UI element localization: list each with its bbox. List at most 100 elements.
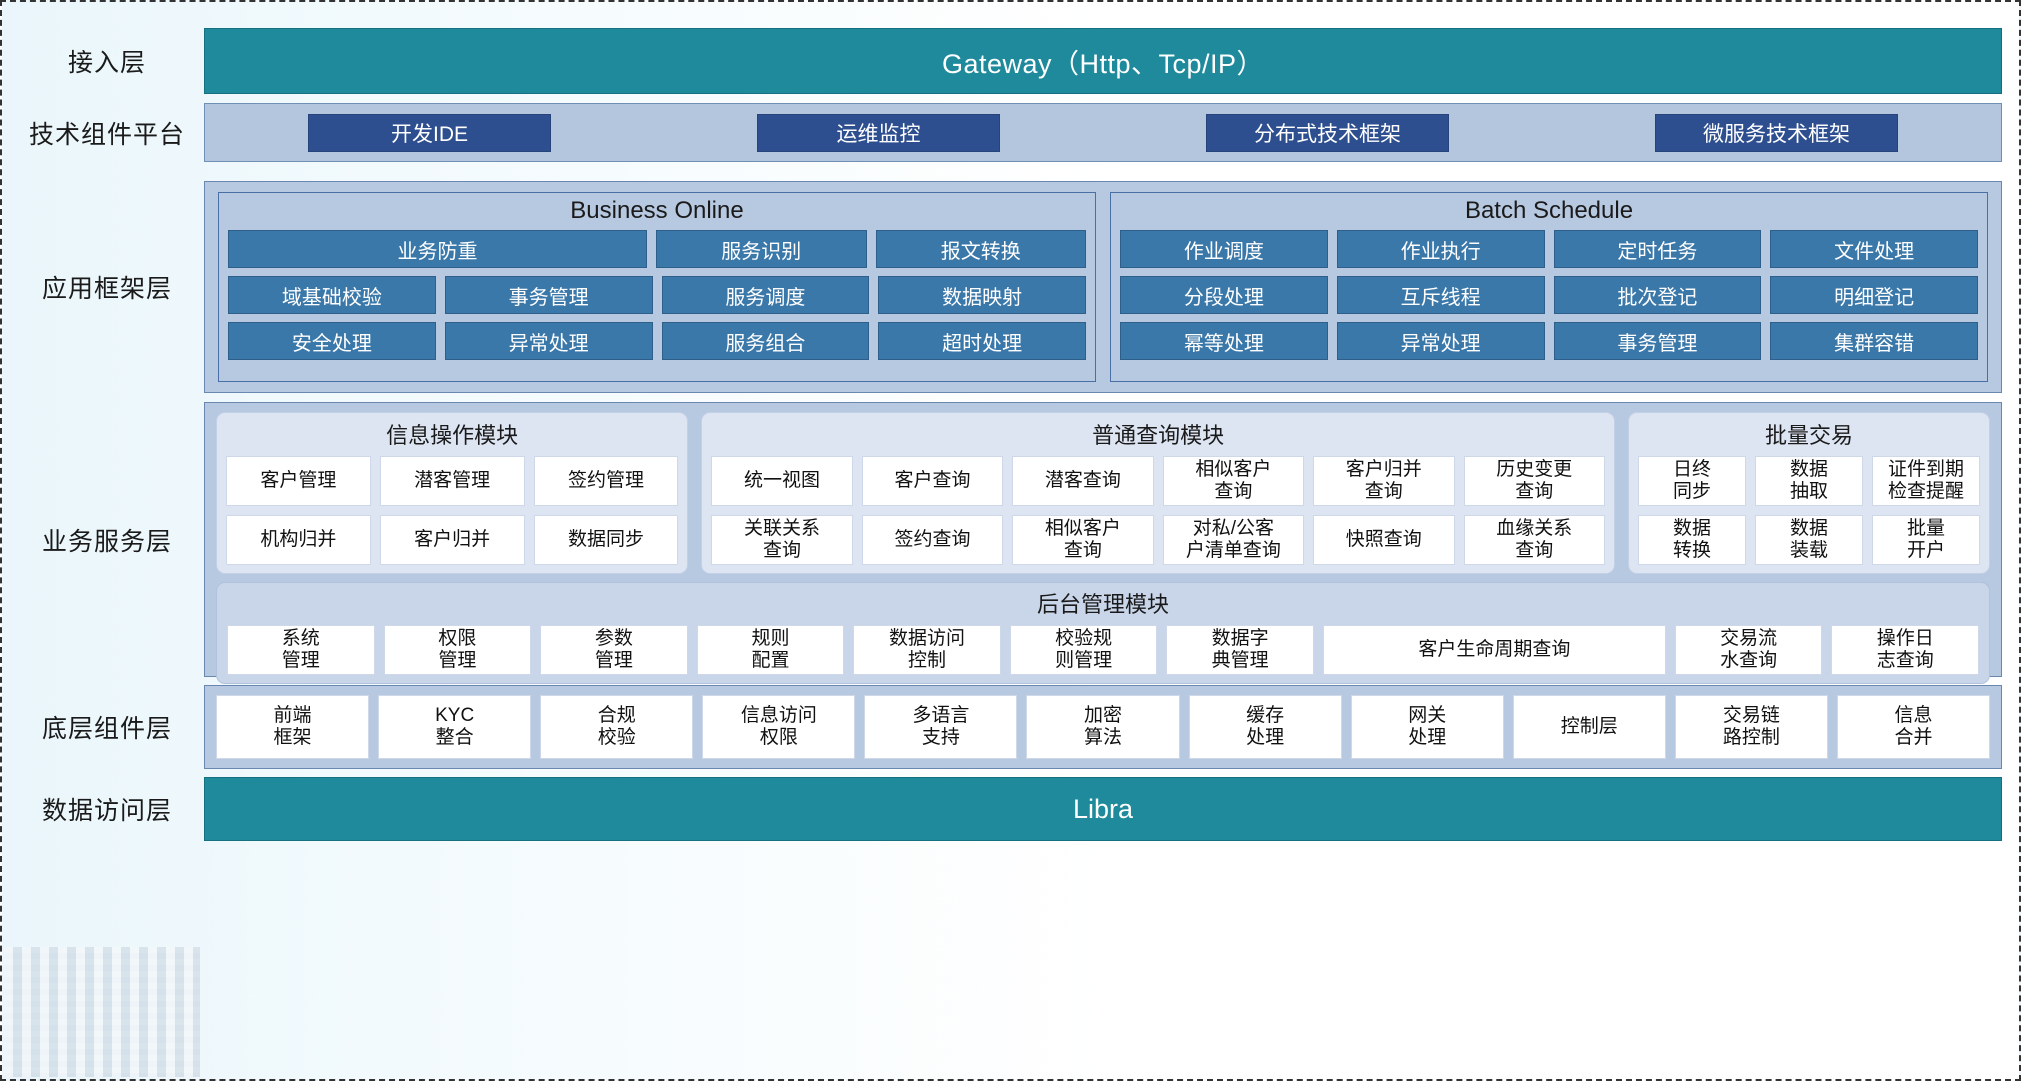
bottom-component-cell[interactable]: 前端 框架 bbox=[216, 695, 370, 759]
app-framework-cell[interactable]: 作业执行 bbox=[1336, 230, 1545, 268]
app-framework-cell[interactable]: 批次登记 bbox=[1553, 276, 1762, 314]
app-framework-cell[interactable]: 报文转换 bbox=[875, 230, 1086, 268]
app-framework-row: 域基础校验事务管理服务调度数据映射 bbox=[228, 276, 1086, 314]
admin-module-cell[interactable]: 参数 管理 bbox=[540, 625, 688, 676]
business-service-cell[interactable]: 客户归并 bbox=[379, 515, 525, 566]
business-service-module: 批量交易日终 同步数据 抽取证件到期 检查提醒数据 转换数据 装载批量 开户 bbox=[1627, 412, 1990, 575]
layer-label-appframe: 应用框架层 bbox=[41, 275, 172, 303]
app-framework-cell[interactable]: 服务识别 bbox=[656, 230, 867, 268]
business-service-cell[interactable]: 数据 抽取 bbox=[1754, 456, 1863, 507]
bottom-component-cell[interactable]: 加密 算法 bbox=[1026, 695, 1180, 759]
bottom-component-cell[interactable]: 缓存 处理 bbox=[1188, 695, 1342, 759]
business-service-cell[interactable]: 潜客查询 bbox=[1012, 456, 1154, 507]
app-framework-cell[interactable]: 数据映射 bbox=[878, 276, 1086, 314]
business-service-layer: 信息操作模块客户管理潜客管理签约管理机构归并客户归并数据同步普通查询模块统一视图… bbox=[204, 402, 2002, 685]
business-service-cell[interactable]: 客户管理 bbox=[226, 456, 371, 507]
app-framework-cell[interactable]: 超时处理 bbox=[878, 322, 1086, 360]
business-service-cell[interactable]: 关联关系 查询 bbox=[711, 515, 853, 566]
business-service-cell[interactable]: 历史变更 查询 bbox=[1463, 456, 1605, 507]
bottom-component-cell[interactable]: 网关 处理 bbox=[1350, 695, 1504, 759]
layer-label-dataaccess: 数据访问层 bbox=[41, 797, 172, 825]
admin-module-cell[interactable]: 校验规 则管理 bbox=[1009, 625, 1158, 676]
admin-module-cell[interactable]: 数据字 典管理 bbox=[1166, 625, 1314, 676]
bottom-component-cell[interactable]: KYC 整合 bbox=[378, 695, 532, 759]
admin-module-cell[interactable]: 客户生命周期查询 bbox=[1322, 625, 1666, 676]
app-framework-cell[interactable]: 异常处理 bbox=[444, 322, 653, 360]
business-service-cell[interactable]: 批量 开户 bbox=[1871, 515, 1980, 566]
layer-label-bottomcomp: 底层组件层 bbox=[41, 715, 172, 743]
business-service-cell[interactable]: 签约管理 bbox=[533, 456, 679, 507]
business-service-cell[interactable]: 对私/公客 户清单查询 bbox=[1162, 515, 1305, 566]
admin-module-cell[interactable]: 数据访问 控制 bbox=[853, 625, 1001, 676]
bottom-component-cell[interactable]: 控制层 bbox=[1512, 695, 1666, 759]
app-framework-cell[interactable]: 作业调度 bbox=[1120, 230, 1328, 268]
app-framework-cell[interactable]: 集群容错 bbox=[1770, 322, 1978, 360]
business-service-cell[interactable]: 数据 转换 bbox=[1637, 515, 1746, 566]
business-service-module-title: 批量交易 bbox=[1764, 423, 1853, 448]
bottom-component-cell[interactable]: 合规 校验 bbox=[540, 695, 694, 759]
app-framework-grid: 作业调度作业执行定时任务文件处理分段处理互斥线程批次登记明细登记幂等处理异常处理… bbox=[1120, 230, 1978, 360]
business-service-row: 机构归并客户归并数据同步 bbox=[226, 515, 679, 566]
business-service-cell[interactable]: 日终 同步 bbox=[1637, 456, 1746, 507]
admin-module-cell[interactable]: 规则 配置 bbox=[696, 625, 845, 676]
business-service-cell[interactable]: 客户查询 bbox=[861, 456, 1004, 507]
business-service-cell[interactable]: 签约查询 bbox=[861, 515, 1004, 566]
bottom-component-cell[interactable]: 多语言 支持 bbox=[864, 695, 1018, 759]
business-service-cell[interactable]: 快照查询 bbox=[1313, 515, 1455, 566]
business-service-cell[interactable]: 客户归并 查询 bbox=[1313, 456, 1455, 507]
tech-platform-row: 开发IDE 运维监控 分布式技术框架 微服务技术框架 bbox=[204, 103, 2002, 162]
app-framework-cell[interactable]: 事务管理 bbox=[444, 276, 653, 314]
business-service-cell[interactable]: 相似客户 查询 bbox=[1162, 456, 1305, 507]
bottom-component-cell[interactable]: 信息 合并 bbox=[1836, 695, 1991, 759]
admin-module-title: 后台管理模块 bbox=[1036, 592, 1169, 618]
data-access-bar[interactable]: Libra bbox=[204, 777, 2002, 841]
admin-module-cell[interactable]: 交易流 水查询 bbox=[1674, 625, 1823, 676]
layer-label-access: 接入层 bbox=[67, 49, 146, 77]
app-framework-cell[interactable]: 明细登记 bbox=[1770, 276, 1978, 314]
app-framework-cell[interactable]: 定时任务 bbox=[1553, 230, 1762, 268]
business-service-module-title: 普通查询模块 bbox=[1092, 423, 1225, 448]
business-service-cell[interactable]: 证件到期 检查提醒 bbox=[1871, 456, 1980, 507]
app-framework-row: 作业调度作业执行定时任务文件处理 bbox=[1120, 230, 1978, 268]
data-access-title: Libra bbox=[1072, 793, 1134, 824]
app-framework-cell[interactable]: 文件处理 bbox=[1770, 230, 1978, 268]
business-service-cell[interactable]: 机构归并 bbox=[226, 515, 371, 566]
app-framework-row: 安全处理异常处理服务组合超时处理 bbox=[228, 322, 1086, 360]
business-service-cell[interactable]: 数据 装载 bbox=[1754, 515, 1863, 566]
app-framework-cell[interactable]: 分段处理 bbox=[1120, 276, 1328, 314]
app-framework-cell[interactable]: 业务防重 bbox=[228, 230, 647, 268]
business-service-cell[interactable]: 血缘关系 查询 bbox=[1463, 515, 1605, 566]
tech-platform-item[interactable]: 运维监控 bbox=[757, 113, 1000, 152]
admin-module-cell[interactable]: 权限 管理 bbox=[383, 625, 532, 676]
app-framework-cell[interactable]: 互斥线程 bbox=[1336, 276, 1545, 314]
business-service-row: 关联关系 查询签约查询相似客户 查询对私/公客 户清单查询快照查询血缘关系 查询 bbox=[711, 515, 1605, 566]
admin-module-cell[interactable]: 系统 管理 bbox=[227, 625, 375, 676]
business-service-cell[interactable]: 数据同步 bbox=[533, 515, 679, 566]
tech-platform-item[interactable]: 开发IDE bbox=[308, 113, 551, 152]
bottom-component-cell[interactable]: 交易链 路控制 bbox=[1674, 695, 1828, 759]
business-service-module-title: 信息操作模块 bbox=[386, 423, 519, 448]
gateway-bar[interactable]: Gateway（Http、Tcp/IP） bbox=[204, 28, 2002, 94]
business-service-cell[interactable]: 潜客管理 bbox=[379, 456, 525, 507]
app-framework-cell[interactable]: 服务调度 bbox=[661, 276, 870, 314]
app-framework-cell[interactable]: 事务管理 bbox=[1553, 322, 1762, 360]
app-framework-row: 幂等处理异常处理事务管理集群容错 bbox=[1120, 322, 1978, 360]
business-service-cell[interactable]: 统一视图 bbox=[711, 456, 853, 507]
tech-platform-item[interactable]: 分布式技术框架 bbox=[1206, 113, 1449, 152]
app-framework-cell[interactable]: 域基础校验 bbox=[228, 276, 436, 314]
business-service-row: 客户管理潜客管理签约管理 bbox=[226, 456, 679, 507]
business-service-module: 信息操作模块客户管理潜客管理签约管理机构归并客户归并数据同步 bbox=[216, 412, 689, 575]
business-service-cell[interactable]: 相似客户 查询 bbox=[1012, 515, 1154, 566]
app-framework-grid: 业务防重服务识别报文转换域基础校验事务管理服务调度数据映射安全处理异常处理服务组… bbox=[228, 230, 1086, 360]
app-framework-cell[interactable]: 幂等处理 bbox=[1120, 322, 1328, 360]
admin-module-items: 系统 管理权限 管理参数 管理规则 配置数据访问 控制校验规 则管理数据字 典管… bbox=[227, 625, 1980, 676]
app-framework-cell[interactable]: 安全处理 bbox=[228, 322, 436, 360]
bottom-component-cell[interactable]: 信息访问 权限 bbox=[702, 695, 856, 759]
business-service-rows: 客户管理潜客管理签约管理机构归并客户归并数据同步 bbox=[226, 456, 679, 566]
admin-module-cell[interactable]: 操作日 志查询 bbox=[1831, 625, 1980, 676]
app-framework-cell[interactable]: 服务组合 bbox=[661, 322, 870, 360]
tech-platform-item[interactable]: 微服务技术框架 bbox=[1655, 113, 1898, 152]
app-framework-cell[interactable]: 异常处理 bbox=[1336, 322, 1545, 360]
